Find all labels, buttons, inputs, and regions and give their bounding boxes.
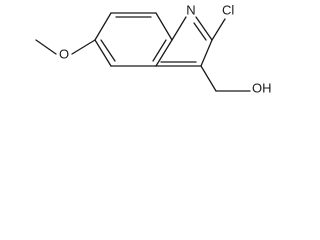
- benzene-ring: [94, 12, 173, 67]
- bond-ring-b-c2-c3: [200, 39, 213, 67]
- atom-label-hydroxyl: OH: [252, 81, 272, 96]
- bond-ring-a-5-inner: [100, 39, 116, 62]
- structure-diagram: N Cl O OH: [35, 3, 272, 96]
- pyridine-ring: [155, 16, 213, 67]
- bond-c-cl: [211, 18, 226, 41]
- bond-ring-a-6: [94, 12, 112, 41]
- bond-ring-fusion: [155, 39, 173, 67]
- bond-ring-b-n-c2: [195, 16, 213, 41]
- bond-o-methyl: [35, 39, 57, 55]
- atom-label-chlorine: Cl: [222, 3, 234, 18]
- bond-ring-a-2: [155, 12, 173, 41]
- bond-ring-b-c-n: [171, 16, 187, 41]
- bond-ring-o: [71, 39, 96, 55]
- bond-ring-ch2: [200, 65, 217, 92]
- bond-ring-fusion-inner: [152, 39, 167, 62]
- atom-label-nitrogen: N: [186, 3, 195, 18]
- bond-ring-b-n-c2-inner: [193, 22, 207, 41]
- bond-ring-a-5: [94, 39, 112, 67]
- atom-label-methoxy-oxygen: O: [59, 47, 69, 62]
